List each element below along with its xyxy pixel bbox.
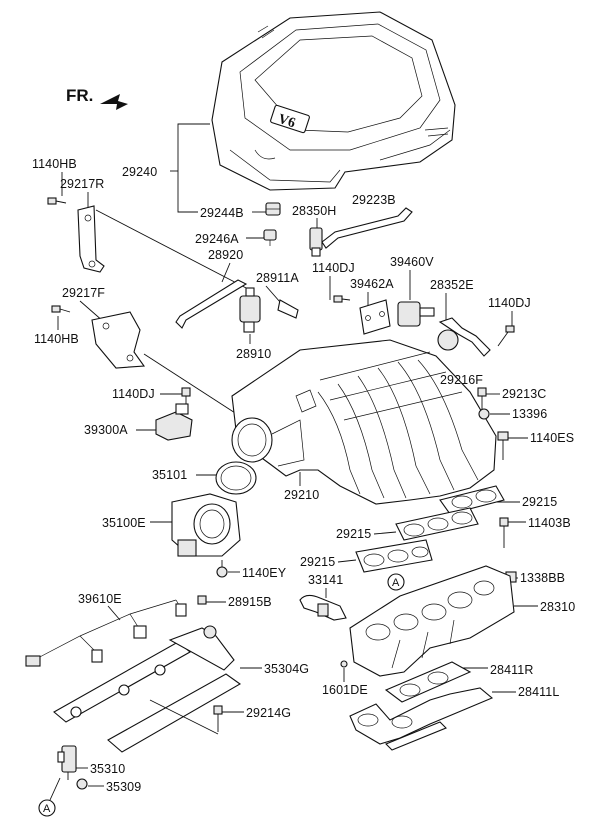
label-35304G: 35304G — [264, 662, 309, 676]
label-1140HB-top: 1140HB — [32, 157, 77, 171]
label-35100E: 35100E — [102, 516, 146, 530]
gasket-35101 — [215, 461, 257, 495]
sensor-28350H — [309, 227, 323, 257]
front-arrow-icon — [100, 94, 128, 110]
v6-emblem-text: V6 — [276, 112, 297, 132]
label-29215-b: 29215 — [336, 527, 371, 541]
label-29215-a: 29215 — [522, 495, 557, 509]
label-1601DE: 1601DE — [322, 683, 368, 697]
label-28310: 28310 — [540, 600, 575, 614]
label-1140EY: 1140EY — [242, 566, 287, 580]
intake-manifold-29210 — [231, 339, 497, 505]
label-29223B: 29223B — [352, 193, 396, 207]
clip-29246A — [263, 229, 277, 246]
label-28920: 28920 — [208, 248, 243, 262]
label-29214G: 29214G — [246, 706, 291, 720]
bolt-1140HB-top — [47, 197, 67, 205]
bolt-1140DJ-right — [497, 325, 515, 347]
label-13396: 13396 — [512, 407, 547, 421]
ref-marker-a-upper-text: A — [392, 577, 400, 589]
wiring-harness-39610E — [25, 599, 187, 667]
label-35309: 35309 — [106, 780, 141, 794]
grommet-29244B — [265, 202, 281, 216]
sensor-33141 — [299, 594, 347, 621]
label-29217F: 29217F — [62, 286, 105, 300]
label-33141: 33141 — [308, 573, 343, 587]
bolt-29214G — [213, 705, 223, 732]
label-35310: 35310 — [90, 762, 125, 776]
bolt-1140ES — [497, 431, 509, 460]
label-28411R: 28411R — [490, 663, 533, 677]
label-28350H: 28350H — [292, 204, 336, 218]
label-1140ES: 1140ES — [530, 431, 574, 445]
label-29213C: 29213C — [502, 387, 546, 401]
bolt-29213C — [477, 387, 487, 410]
label-29216F: 29216F — [440, 373, 483, 387]
gasket-set-29215-b — [395, 507, 479, 541]
stud-11403B — [499, 517, 509, 548]
label-28352E: 28352E — [430, 278, 474, 292]
label-1140DJ-right: 1140DJ — [488, 296, 531, 310]
label-28910: 28910 — [236, 347, 271, 361]
plug-1601DE — [340, 660, 348, 668]
bolt-1140EY — [216, 566, 228, 578]
label-1140DJ-left: 1140DJ — [112, 387, 155, 401]
gasket-28411L — [349, 687, 494, 751]
ref-marker-a-lower — [38, 799, 56, 817]
label-29210: 29210 — [284, 488, 319, 502]
ref-marker-a-upper — [387, 573, 405, 591]
throttle-body-35100E — [171, 493, 241, 557]
solenoid-39460V — [397, 301, 435, 327]
label-1338BB: 1338BB — [520, 571, 565, 585]
ref-marker-a-lower-text: A — [43, 803, 51, 815]
label-1140DJ-mid: 1140DJ — [312, 261, 355, 275]
bracket-29217F — [91, 311, 146, 369]
bracket-29217R — [77, 205, 105, 273]
valve-28910 — [239, 287, 299, 333]
bracket-39462A — [359, 299, 391, 335]
label-28411L: 28411L — [518, 685, 559, 699]
engine-cover: V6 — [211, 11, 456, 191]
label-28911A: 28911A — [256, 271, 299, 285]
bolt-1140HB-left — [51, 305, 71, 313]
gasket-set-29215-c — [355, 539, 433, 573]
label-28915B: 28915B — [228, 595, 272, 609]
map-sensor-39300A — [155, 403, 193, 441]
label-29246A: 29246A — [195, 232, 239, 246]
label-29215-c: 29215 — [300, 555, 335, 569]
label-29240: 29240 — [122, 165, 157, 179]
injector-35310 — [57, 745, 77, 780]
cap-13396 — [478, 408, 490, 420]
label-35101: 35101 — [152, 468, 187, 482]
pcv-hose-29223B — [321, 207, 413, 249]
bolt-28915B — [197, 595, 207, 605]
v6-emblem — [270, 104, 310, 134]
fuel-rail-35304G — [53, 625, 242, 753]
gasket-28411R — [384, 661, 472, 703]
label-29244B: 29244B — [200, 206, 244, 220]
label-1140HB-left: 1140HB — [34, 332, 79, 346]
gasket-set-29215-a — [439, 485, 505, 515]
bolt-1140DJ-mid — [333, 295, 351, 303]
front-direction-label: FR. — [66, 86, 93, 105]
label-39460V: 39460V — [390, 255, 434, 269]
label-29217R: 29217R — [60, 177, 104, 191]
lower-manifold-28310 — [349, 565, 515, 677]
hose-28920 — [175, 279, 248, 329]
label-11403B: 11403B — [528, 516, 571, 530]
hose-28352E — [437, 317, 491, 357]
oring-35309 — [76, 778, 88, 790]
label-39300A: 39300A — [84, 423, 128, 437]
label-39610E: 39610E — [78, 592, 122, 606]
label-39462A: 39462A — [350, 277, 394, 291]
